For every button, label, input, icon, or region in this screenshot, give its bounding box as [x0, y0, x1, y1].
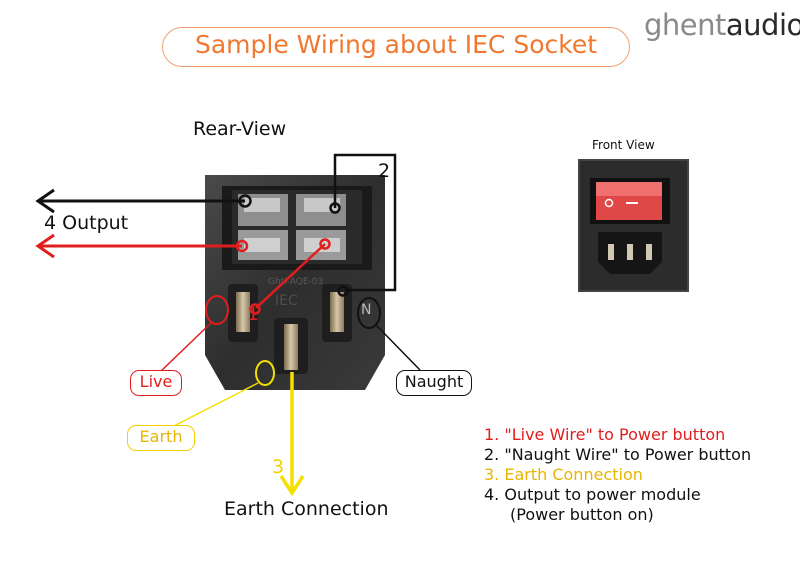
earth-connection-arrow [279, 372, 305, 497]
logo-part-audio: audio [725, 8, 800, 42]
logo-part-ghent: ghent [644, 8, 726, 42]
legend-item-output: 4. Output to power module [484, 485, 701, 504]
svg-text:IEC: IEC [275, 293, 298, 309]
earth-badge: Earth [127, 425, 195, 451]
output-black-wire [35, 188, 252, 214]
neutral-marking: N [361, 302, 372, 318]
live-wire-path [159, 238, 331, 373]
legend-item-naught: 2. "Naught Wire" to Power button [484, 445, 752, 464]
rear-socket-photo: Ghtl-AQE-03 IEC [205, 175, 385, 390]
earth-connection-label: Earth Connection [224, 498, 389, 520]
page-title: Sample Wiring about IEC Socket [194, 30, 597, 59]
wire-number-1: 1 [247, 303, 260, 325]
legend-item-earth: 3. Earth Connection [484, 465, 643, 484]
rear-view-label: Rear-View [193, 118, 287, 140]
naught-wire-path [329, 153, 397, 297]
wire-number-3: 3 [272, 456, 285, 478]
naught-badge: Naught [396, 370, 472, 396]
legend-item-output-note: (Power button on) [510, 505, 654, 524]
wire-number-2: 2 [378, 160, 391, 182]
earth-marker [169, 360, 275, 429]
legend-item-live: 1. "Live Wire" to Power button [484, 425, 726, 444]
title-frame [162, 27, 630, 67]
output-red-wire [35, 233, 249, 259]
brand-logo: ghentaudio [644, 8, 800, 42]
output-label: 4 Output [44, 212, 129, 234]
svg-text:Ghtl-AQE-03: Ghtl-AQE-03 [268, 277, 323, 287]
front-view-photo [578, 159, 689, 292]
live-badge: Live [130, 370, 182, 396]
front-view-label: Front View [592, 138, 655, 152]
naught-marker [357, 297, 421, 371]
wiring-legend: 1. "Live Wire" to Power button 2. "Naugh… [484, 425, 751, 525]
